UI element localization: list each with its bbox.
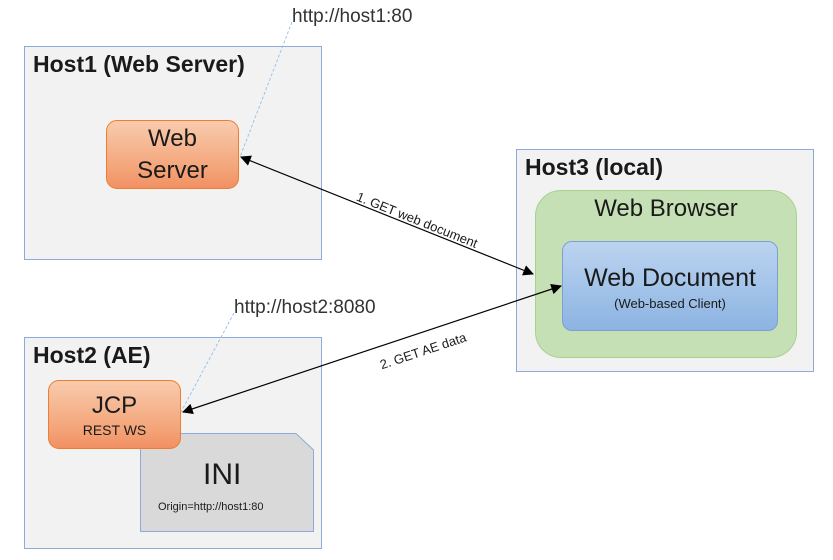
host3-title: Host3 (local) [525, 154, 664, 180]
host1-url: http://host1:80 [292, 6, 413, 27]
host1-box: Host1 (Web Server) [24, 46, 322, 260]
get-ae-data-arrow [181, 283, 563, 415]
jcp-sublabel: REST WS [82, 421, 147, 438]
host2-title: Host2 (AE) [33, 342, 151, 368]
ini-file-shape [140, 433, 314, 532]
web-server-label-line1: Web [148, 124, 197, 152]
jcp-label: JCP [91, 391, 138, 419]
web-document-box: Web Document (Web-based Client) [562, 241, 778, 331]
web-document-label: Web Document [584, 263, 756, 292]
web-browser-label: Web Browser [594, 195, 738, 222]
host1-title: Host1 (Web Server) [33, 51, 245, 77]
jcp-box: JCP REST WS [48, 380, 181, 449]
host1-url-leader [239, 21, 293, 158]
web-document-sublabel: (Web-based Client) [614, 295, 726, 311]
get-web-document-arrow [239, 155, 535, 276]
web-server-label-line2: Server [137, 156, 208, 184]
web-server-box: Web Server [106, 120, 239, 189]
ini-origin-text: Origin=http://host1:80 [158, 501, 264, 513]
ini-label: INI [203, 458, 242, 491]
